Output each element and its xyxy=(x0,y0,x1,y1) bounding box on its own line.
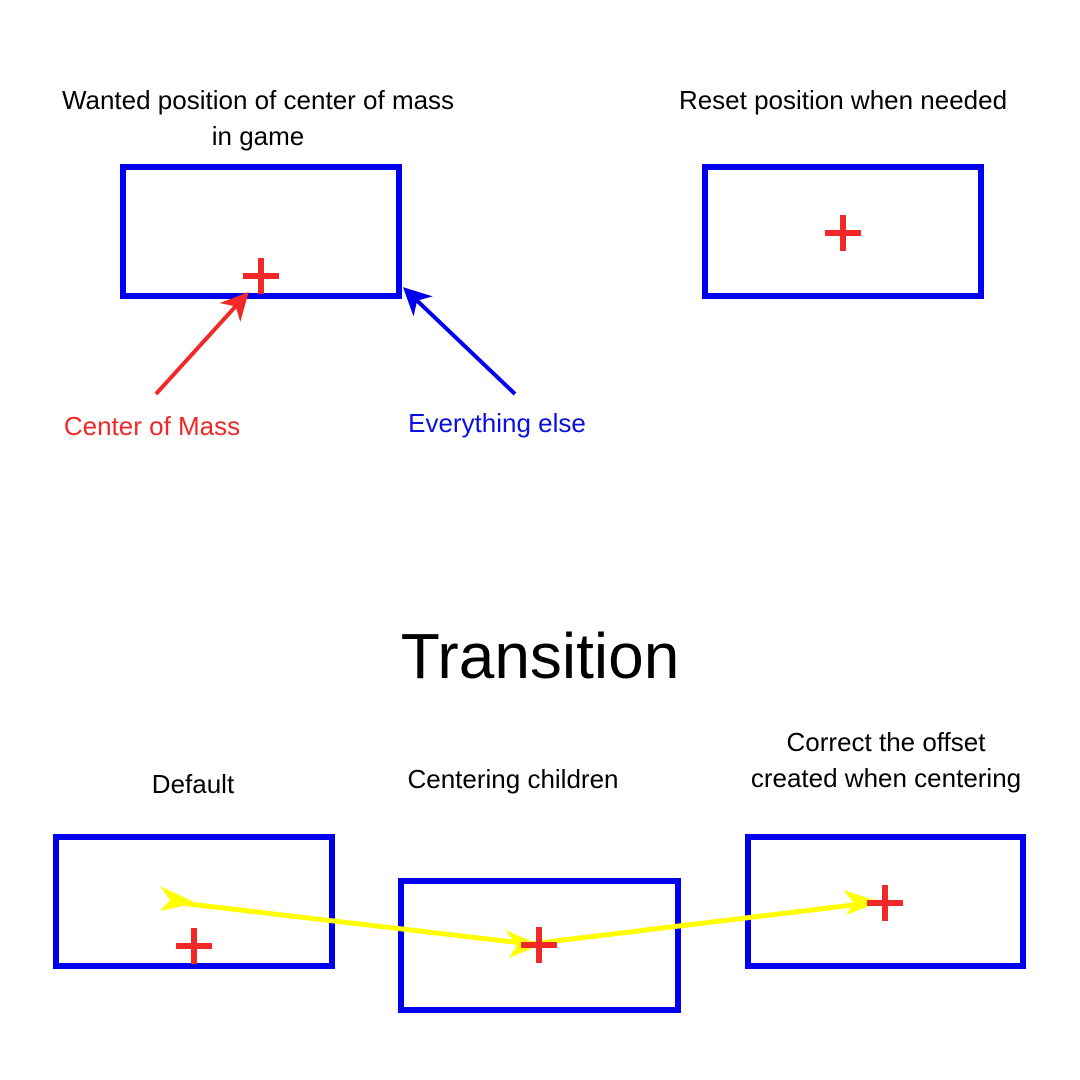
default-label: Default xyxy=(151,769,235,799)
centering-children-box xyxy=(398,878,681,1013)
center-of-mass-label: Center of Mass xyxy=(63,411,241,441)
correct-offset-label-line1: Correct the offset xyxy=(786,727,986,757)
wanted-position-box xyxy=(120,164,402,299)
transition-heading: Transition xyxy=(400,620,680,692)
wanted-position-title-line2: in game xyxy=(211,121,305,151)
default-box xyxy=(53,834,335,969)
centering-children-label: Centering children xyxy=(407,764,619,794)
everything-else-arrow xyxy=(402,287,517,396)
reset-position-title: Reset position when needed xyxy=(678,85,1008,115)
correct-offset-label-line2: created when centering xyxy=(750,763,1022,793)
default-center-of-mass-marker xyxy=(176,928,212,964)
wanted-position-title-line1: Wanted position of center of mass xyxy=(61,85,455,115)
everything-else-label: Everything else xyxy=(408,408,586,438)
centering-center-of-mass-marker xyxy=(521,927,557,963)
reset-position-box xyxy=(702,164,984,299)
corrected-center-of-mass-marker xyxy=(867,885,903,921)
reset-center-of-mass-marker xyxy=(825,215,861,251)
transition-arrowhead-start xyxy=(160,886,196,911)
wanted-center-of-mass-marker xyxy=(243,258,279,294)
center-of-mass-arrow xyxy=(154,291,249,396)
transition-arrowhead-end xyxy=(843,890,880,915)
correct-offset-box xyxy=(745,834,1026,969)
transition-path xyxy=(171,899,879,947)
